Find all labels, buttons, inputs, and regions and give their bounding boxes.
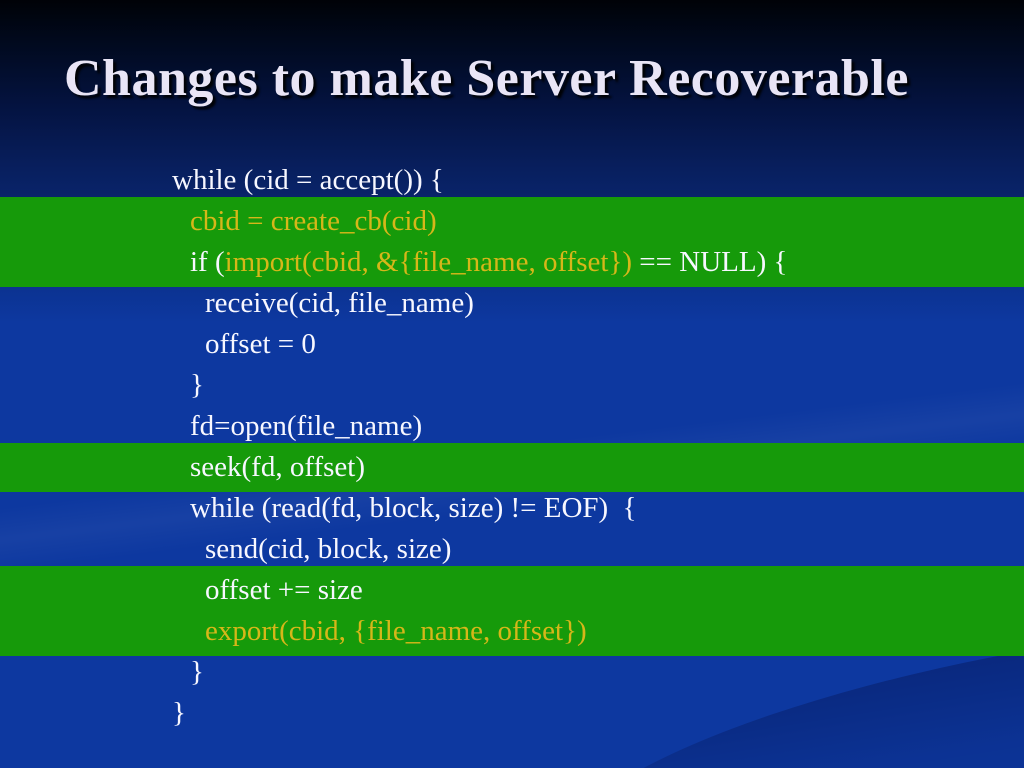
code-line: } [0,693,1024,734]
code-segment: cbid = create_cb(cid) [190,205,437,237]
code-segment: while (read(fd, block, size) != EOF) { [190,492,637,524]
code-line: seek(fd, offset) [0,447,1024,488]
code-block: while (cid = accept()) { cbid = create_cb… [0,160,1024,734]
code-segment: send(cid, block, size) [205,533,452,565]
code-segment: offset += size [205,574,363,606]
code-line: fd=open(file_name) [0,406,1024,447]
code-segment: fd=open(file_name) [190,410,423,442]
code-line: receive(cid, file_name) [0,283,1024,324]
code-segment: seek(fd, offset) [190,451,366,483]
code-line: } [0,365,1024,406]
code-segment: } [172,697,186,729]
code-line: while (cid = accept()) { [0,160,1024,201]
code-line: while (read(fd, block, size) != EOF) { [0,488,1024,529]
code-segment: } [190,369,204,401]
code-segment: offset = 0 [205,328,316,360]
code-line: send(cid, block, size) [0,529,1024,570]
code-segment: import(cbid, &{file_name, offset}) [224,246,633,278]
code-segment: } [190,656,204,688]
code-segment: while (cid = accept()) { [172,164,444,196]
code-segment: export(cbid, {file_name, offset}) [205,615,587,647]
code-line: offset = 0 [0,324,1024,365]
code-segment: if ( [190,246,225,278]
code-line: offset += size [0,570,1024,611]
code-segment: == NULL) { [632,246,788,278]
code-line: if (import(cbid, &{file_name, offset}) =… [0,242,1024,283]
slide-title: Changes to make Server Recoverable [64,50,909,107]
code-line: } [0,652,1024,693]
code-line: export(cbid, {file_name, offset}) [0,611,1024,652]
code-segment: receive(cid, file_name) [205,287,474,319]
code-line: cbid = create_cb(cid) [0,201,1024,242]
